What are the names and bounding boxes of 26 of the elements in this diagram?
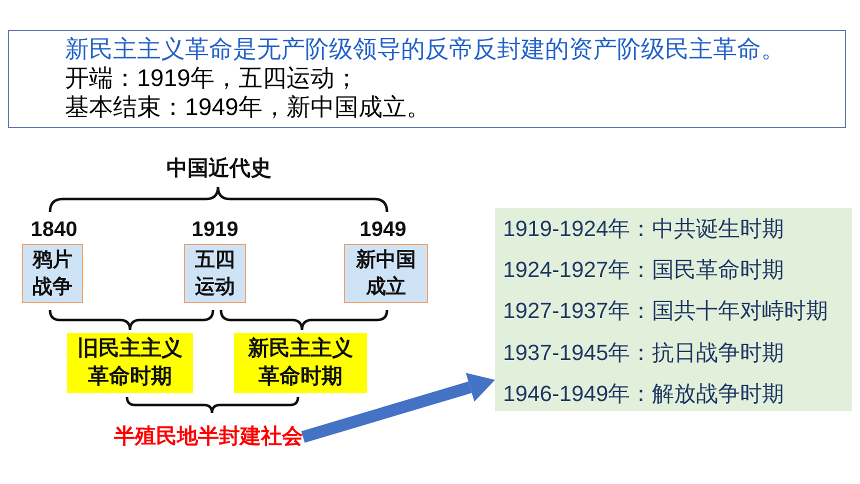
event-label: 鸦片战争 — [31, 248, 74, 300]
period-label: 新民主主义革命时期 — [246, 336, 354, 390]
event-box — [344, 244, 428, 303]
year-label: 1840 — [30, 218, 78, 242]
period-entry: 1919-1924年：中共诞生时期 — [503, 215, 784, 243]
definition-box — [8, 30, 846, 128]
timeline-panel — [495, 208, 852, 411]
year-label: 1949 — [360, 218, 406, 242]
year-label: 1919 — [192, 218, 238, 242]
period-label: 旧民主主义革命时期 — [76, 336, 184, 390]
emphasis-label: 半殖民地半封建社会 — [114, 425, 303, 449]
event-label: 新中国成立 — [354, 248, 417, 300]
period-box — [234, 333, 367, 393]
event-label: 五四运动 — [194, 248, 236, 300]
block-arrow — [301, 372, 496, 443]
event-box — [22, 244, 83, 303]
period-entry: 1927-1937年：国共十年对峙时期 — [503, 297, 828, 326]
note-text: 开端：1919年，五四运动； — [65, 64, 358, 93]
period-entry: 1946-1949年：解放战争时期 — [503, 380, 784, 408]
note-text: 基本结束：1949年，新中国成立。 — [65, 93, 430, 122]
event-box — [184, 244, 246, 303]
statement-text: 新民主主义革命是无产阶级领导的反帝反封建的资产阶级民主革命。 — [65, 35, 785, 64]
period-box — [67, 333, 193, 393]
period-entry: 1937-1945年：抗日战争时期 — [503, 338, 784, 367]
brace-title: 中国近代史 — [166, 156, 272, 182]
period-entry: 1924-1927年：国民革命时期 — [503, 256, 784, 284]
